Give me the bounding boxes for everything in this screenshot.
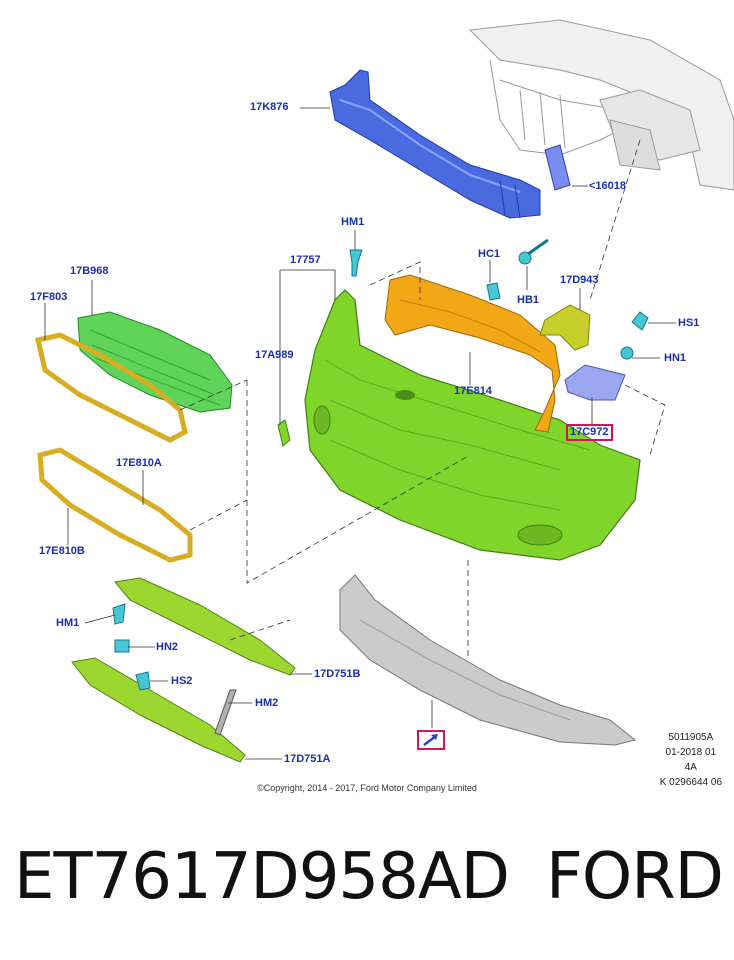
meta-line-1: 5011905A [668,732,714,743]
label-17D751B[interactable]: 17D751B [314,668,361,680]
label-17C972-highlighted[interactable]: 17C972 [566,424,613,441]
label-17K876[interactable]: 17K876 [250,101,289,113]
bolt-HB1[interactable] [518,238,549,265]
nut-HN2[interactable] [114,639,130,653]
frame-17F803[interactable] [34,332,188,443]
trim-17D751B[interactable] [114,577,296,676]
clip-HM1-top[interactable] [349,249,363,277]
pin-HM2[interactable] [214,689,237,736]
copyright-notice: ©Copyright, 2014 - 2017, Ford Motor Comp… [257,783,477,793]
label-17D751A[interactable]: 17D751A [284,753,331,765]
label-HS2[interactable]: HS2 [171,675,193,687]
diagram-meta: 5011905A 01-2018 01 4A K 0296644 06 [660,730,722,790]
label-HM1-bottom[interactable]: HM1 [56,617,80,629]
label-HC1[interactable]: HC1 [478,248,501,260]
label-HN2[interactable]: HN2 [156,641,179,653]
label-HS1[interactable]: HS1 [678,317,700,329]
screw-HS2[interactable] [135,671,151,691]
clip-HC1[interactable] [486,282,501,301]
bumper-reinforcement-17K876[interactable] [329,69,541,219]
label-HM2[interactable]: HM2 [255,697,279,709]
energy-absorber-17E814[interactable] [384,274,561,433]
frame-17E810[interactable] [37,447,193,563]
label-HB1[interactable]: HB1 [517,294,540,306]
undertray-arrow-icon[interactable] [417,730,445,750]
screw-HS1[interactable] [631,311,649,331]
undertray-panel[interactable] [339,574,637,746]
label-HM1-top[interactable]: HM1 [341,216,365,228]
bracket-16018[interactable] [544,144,571,191]
label-17A989[interactable]: 17A989 [255,349,294,361]
meta-line-3: 4A [684,762,697,773]
label-17757[interactable]: 17757 [290,254,321,266]
parts-diagram [34,19,734,763]
bumper-cover-17757[interactable] [304,289,641,561]
label-16018[interactable]: <16018 [589,180,627,192]
part-17A989[interactable] [277,419,291,447]
meta-line-4: K 0296644 06 [659,777,722,788]
label-17B968[interactable]: 17B968 [70,265,109,277]
bracket-17C972[interactable] [564,364,626,401]
label-17E810A[interactable]: 17E810A [116,457,162,469]
bracket-17D943[interactable] [539,304,591,351]
trim-17D751A[interactable] [71,657,246,763]
label-17E810B[interactable]: 17E810B [39,545,85,557]
brand-caption: FORD [546,840,724,914]
nut-HN1[interactable] [620,346,634,360]
part-number-caption: ET7617D958AD [14,840,510,914]
meta-line-2: 01-2018 01 [665,747,717,758]
guide-lines [179,139,666,660]
vehicle-front-outline [468,19,734,191]
clip-HM1-bottom[interactable] [112,603,126,625]
label-17E814[interactable]: 17E814 [454,385,492,397]
label-17F803[interactable]: 17F803 [30,291,68,303]
label-HN1[interactable]: HN1 [664,352,687,364]
leader-lines [44,107,676,760]
label-17D943[interactable]: 17D943 [560,274,599,286]
